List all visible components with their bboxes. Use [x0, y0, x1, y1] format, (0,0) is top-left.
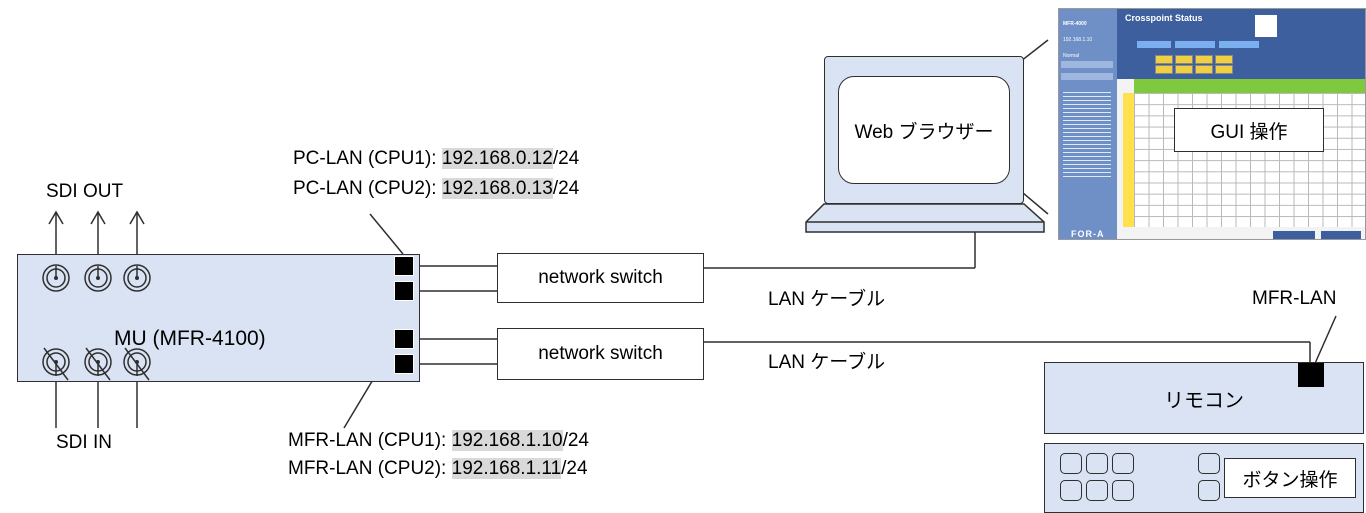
screenshot-model: MFR-4000: [1063, 21, 1087, 27]
lan-cable-label-top: LAN ケーブル: [768, 289, 886, 310]
panel-button: [1198, 480, 1220, 501]
button-operation-label: ボタン操作: [1224, 458, 1356, 498]
screenshot-button: [1215, 65, 1233, 74]
mu-device: [17, 254, 420, 382]
panel-button: [1060, 453, 1082, 474]
pc-lan-cpu2: PC-LAN (CPU2): 192.168.0.13/24: [293, 178, 580, 199]
panel-button: [1112, 453, 1134, 474]
panel-button: [1086, 453, 1108, 474]
ip-address: 192.168.0.12: [441, 148, 553, 169]
screenshot-grid-header: [1134, 79, 1365, 93]
panel-button: [1112, 480, 1134, 501]
screenshot-button: [1215, 55, 1233, 64]
mfr-lan-port-cpu2: [394, 354, 414, 374]
screenshot-side-menu: [1063, 89, 1111, 179]
screenshot-bottom-button: [1321, 231, 1361, 239]
screenshot-button: [1175, 55, 1193, 64]
remote-lan-port: [1298, 363, 1324, 387]
network-switch-top: network switch: [497, 253, 704, 303]
panel-button: [1198, 453, 1220, 474]
sdi-out-label: SDI OUT: [46, 181, 124, 202]
screenshot-side-button: [1061, 61, 1113, 68]
web-browser-label: Web ブラウザー: [838, 76, 1010, 184]
screenshot-logo: FOR-A: [1071, 229, 1105, 239]
remote-label: リモコン: [1164, 389, 1244, 412]
pc-lan-port-cpu2: [394, 281, 414, 301]
screenshot-button: [1195, 55, 1213, 64]
ip-address: 192.168.1.11: [451, 458, 562, 479]
screenshot-tab: [1219, 41, 1259, 48]
network-switch-bottom: network switch: [497, 328, 704, 380]
screenshot-button: [1155, 65, 1173, 74]
screenshot-bottom-button: [1273, 231, 1315, 239]
screenshot-tab: [1175, 41, 1215, 48]
screenshot-tab: [1137, 41, 1171, 48]
screenshot-side-button: [1061, 73, 1113, 80]
pc-lan-port-cpu1: [394, 256, 414, 276]
screenshot-button: [1155, 55, 1173, 64]
mfr-lan-port-label: MFR-LAN: [1252, 288, 1337, 309]
ip-address: 192.168.0.13: [441, 178, 553, 199]
screenshot-button: [1195, 65, 1213, 74]
screenshot-row-header: [1123, 93, 1134, 227]
gui-operation-label: GUI 操作: [1174, 108, 1324, 152]
lan-cable-label-bottom: LAN ケーブル: [768, 352, 886, 373]
screenshot-ip: 192.168.1.10: [1063, 37, 1093, 43]
screenshot-title: Crosspoint Status: [1125, 13, 1203, 23]
ip-address: 192.168.1.10: [451, 430, 563, 451]
screenshot-button: [1175, 65, 1193, 74]
screenshot-legend: [1255, 15, 1277, 37]
mfr-lan-port-cpu1: [394, 329, 414, 349]
pc-lan-cpu1: PC-LAN (CPU1): 192.168.0.12/24: [293, 148, 580, 169]
mfr-lan-cpu1: MFR-LAN (CPU1): 192.168.1.10/24: [288, 430, 589, 451]
panel-button: [1086, 480, 1108, 501]
mu-label: MU (MFR-4100): [114, 327, 266, 350]
panel-button: [1060, 480, 1082, 501]
mfr-lan-cpu2: MFR-LAN (CPU2): 192.168.1.11/24: [288, 458, 588, 479]
screenshot-status: Normal: [1063, 53, 1080, 59]
sdi-in-label: SDI IN: [56, 432, 112, 453]
